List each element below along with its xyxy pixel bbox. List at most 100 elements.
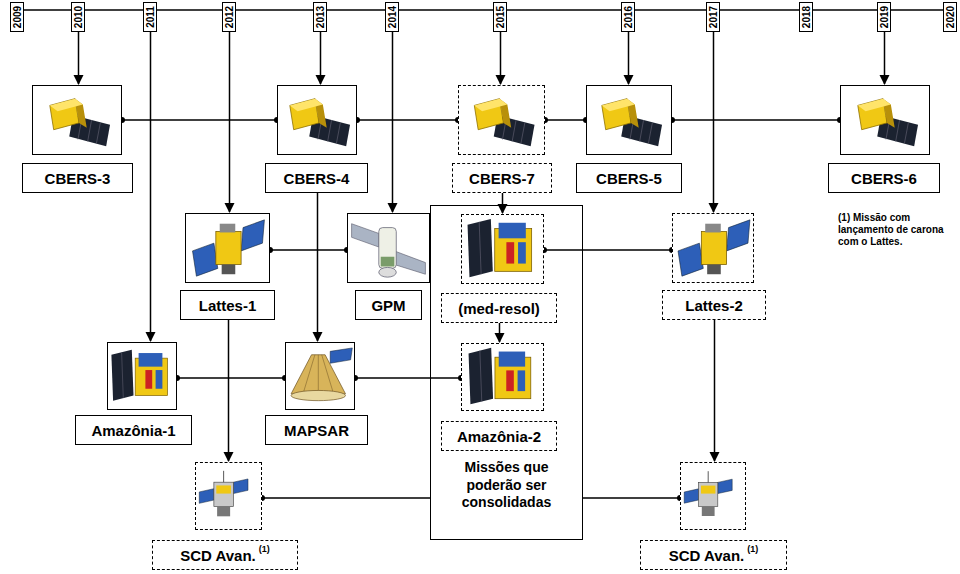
satellite-icon bbox=[672, 213, 754, 283]
satellite-name: CBERS-7 bbox=[469, 170, 535, 187]
satellite-icon bbox=[185, 213, 270, 283]
satellite-illustration bbox=[841, 86, 929, 154]
year-box: 2012 bbox=[222, 2, 236, 32]
satellite-illustration bbox=[348, 214, 429, 282]
link-line bbox=[24, 9, 71, 11]
arrow-line bbox=[713, 32, 715, 212]
satellite-illustration bbox=[462, 344, 543, 410]
link-line bbox=[327, 9, 385, 11]
satellite-icon bbox=[32, 85, 122, 155]
arrow-line bbox=[320, 32, 322, 84]
satellite-name: GPM bbox=[371, 297, 405, 314]
year-box: 2014 bbox=[385, 2, 399, 32]
footnote-text: (1) Missão com lançamento de carona com … bbox=[838, 212, 956, 248]
arrow-line bbox=[884, 32, 886, 84]
satellite-name: CBERS-4 bbox=[284, 170, 350, 187]
satellite-label: CBERS-6 bbox=[828, 163, 940, 193]
satellite-node: SCD Avan.(1) bbox=[152, 462, 298, 570]
link-line bbox=[357, 119, 458, 121]
satellite-name: (med-resol) bbox=[458, 300, 540, 317]
satellite-name: SCD Avan. bbox=[180, 547, 256, 564]
footnote-mark: (1) bbox=[747, 544, 758, 554]
link-line bbox=[891, 9, 943, 11]
year-text: 2019 bbox=[879, 6, 890, 28]
satellite-illustration bbox=[673, 214, 753, 282]
link-line bbox=[507, 9, 621, 11]
satellite-node: CBERS-4 bbox=[265, 85, 368, 193]
satellite-illustration bbox=[186, 214, 269, 282]
arrow-line bbox=[228, 320, 230, 461]
year-box: 2020 bbox=[943, 2, 957, 32]
satellite-name: MAPSAR bbox=[284, 422, 349, 439]
satellite-illustration bbox=[286, 343, 354, 409]
link-line bbox=[813, 9, 877, 11]
satellite-name: CBERS-5 bbox=[596, 170, 662, 187]
year-box: 2010 bbox=[71, 2, 85, 32]
arrow-line bbox=[229, 32, 231, 212]
satellite-icon bbox=[461, 214, 544, 284]
satellite-node: GPM bbox=[347, 213, 430, 320]
satellite-node: CBERS-5 bbox=[576, 85, 682, 193]
satellite-label: Lattes-1 bbox=[180, 290, 275, 320]
satellite-icon bbox=[285, 342, 355, 410]
arrow-line bbox=[714, 320, 716, 461]
satellite-node: CBERS-3 bbox=[22, 85, 133, 193]
satellite-illustration bbox=[459, 86, 544, 154]
satellite-label: CBERS-3 bbox=[22, 163, 133, 193]
link-line bbox=[399, 9, 493, 11]
footnote-mark: (1) bbox=[259, 544, 270, 554]
link-line bbox=[177, 377, 285, 379]
satellite-node: Amazônia-2 bbox=[441, 343, 557, 451]
year-box: 2011 bbox=[143, 2, 157, 32]
satellite-label: CBERS-4 bbox=[265, 163, 368, 193]
satellite-icon bbox=[458, 85, 545, 155]
satellite-illustration bbox=[278, 86, 356, 154]
satellite-node: Amazônia-1 bbox=[75, 342, 192, 445]
link-line bbox=[355, 377, 461, 379]
satellite-icon bbox=[347, 213, 430, 283]
year-box: 2019 bbox=[877, 2, 891, 32]
link-line bbox=[236, 9, 313, 11]
satellite-label: CBERS-5 bbox=[576, 163, 682, 193]
satellite-illustration bbox=[587, 86, 671, 154]
year-text: 2014 bbox=[387, 6, 398, 28]
satellite-node: Lattes-1 bbox=[180, 213, 275, 320]
link-line bbox=[672, 119, 840, 121]
year-box: 2015 bbox=[493, 2, 507, 32]
satellite-name: Lattes-2 bbox=[685, 297, 743, 314]
year-text: 2011 bbox=[145, 6, 156, 28]
satellite-illustration bbox=[33, 86, 121, 154]
arrow-line bbox=[500, 32, 502, 84]
link-line bbox=[85, 9, 143, 11]
satellite-node: MAPSAR bbox=[265, 342, 368, 445]
year-text: 2015 bbox=[495, 6, 506, 28]
year-text: 2016 bbox=[623, 6, 634, 28]
satellite-icon bbox=[680, 462, 746, 530]
year-box: 2009 bbox=[10, 2, 24, 32]
year-box: 2018 bbox=[799, 2, 813, 32]
satellite-illustration bbox=[462, 215, 543, 283]
year-box: 2017 bbox=[706, 2, 720, 32]
satellite-illustration bbox=[108, 343, 176, 409]
satellite-icon bbox=[840, 85, 930, 155]
satellite-label: SCD Avan.(1) bbox=[640, 540, 787, 570]
link-line bbox=[544, 249, 672, 251]
satellite-name: Amazônia-2 bbox=[457, 428, 541, 445]
year-text: 2020 bbox=[945, 6, 956, 28]
satellite-label: Amazônia-1 bbox=[75, 415, 192, 445]
satellite-label: CBERS-7 bbox=[452, 163, 552, 193]
satellite-node: CBERS-7 bbox=[452, 85, 552, 193]
link-line bbox=[635, 9, 706, 11]
link-line bbox=[122, 119, 277, 121]
satellite-label: SCD Avan.(1) bbox=[152, 540, 298, 570]
satellite-icon bbox=[277, 85, 357, 155]
satellite-icon bbox=[195, 462, 262, 530]
year-box: 2016 bbox=[621, 2, 635, 32]
link-line bbox=[545, 119, 586, 121]
year-text: 2013 bbox=[315, 6, 326, 28]
year-text: 2010 bbox=[73, 6, 84, 28]
year-text: 2009 bbox=[12, 6, 23, 28]
satellite-node: Lattes-2 bbox=[662, 213, 766, 320]
satellite-label: GPM bbox=[355, 290, 422, 320]
arrow-line bbox=[502, 193, 504, 213]
